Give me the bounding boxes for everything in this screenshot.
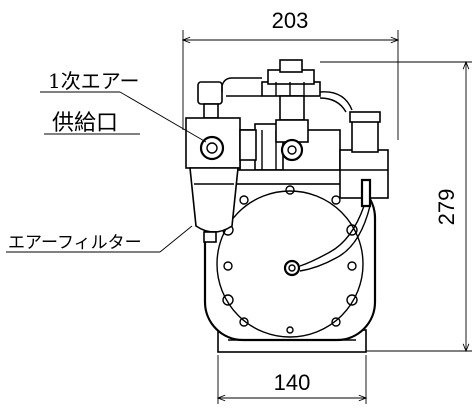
- right-valve: [339, 111, 389, 208]
- piping: [221, 77, 371, 272]
- dimension-height-label: 279: [434, 189, 459, 226]
- dimension-base-label: 140: [274, 370, 311, 395]
- dimension-width-203: 203: [183, 8, 398, 140]
- primary-air-label-line1: 1次エアー: [48, 69, 140, 93]
- leader-air-filter: [6, 225, 193, 253]
- dimension-height-279: 279: [320, 62, 472, 351]
- air-filter-assembly: [185, 81, 257, 243]
- primary-air-label-line2: 供給口: [52, 111, 118, 136]
- pump-housing: [203, 178, 377, 342]
- dimension-base-140: 140: [218, 355, 366, 404]
- leader-primary-air: [40, 91, 207, 143]
- air-filter-label: エアーフィルター: [8, 233, 142, 253]
- dimension-width-label: 203: [272, 8, 309, 33]
- top-regulator: [261, 59, 321, 162]
